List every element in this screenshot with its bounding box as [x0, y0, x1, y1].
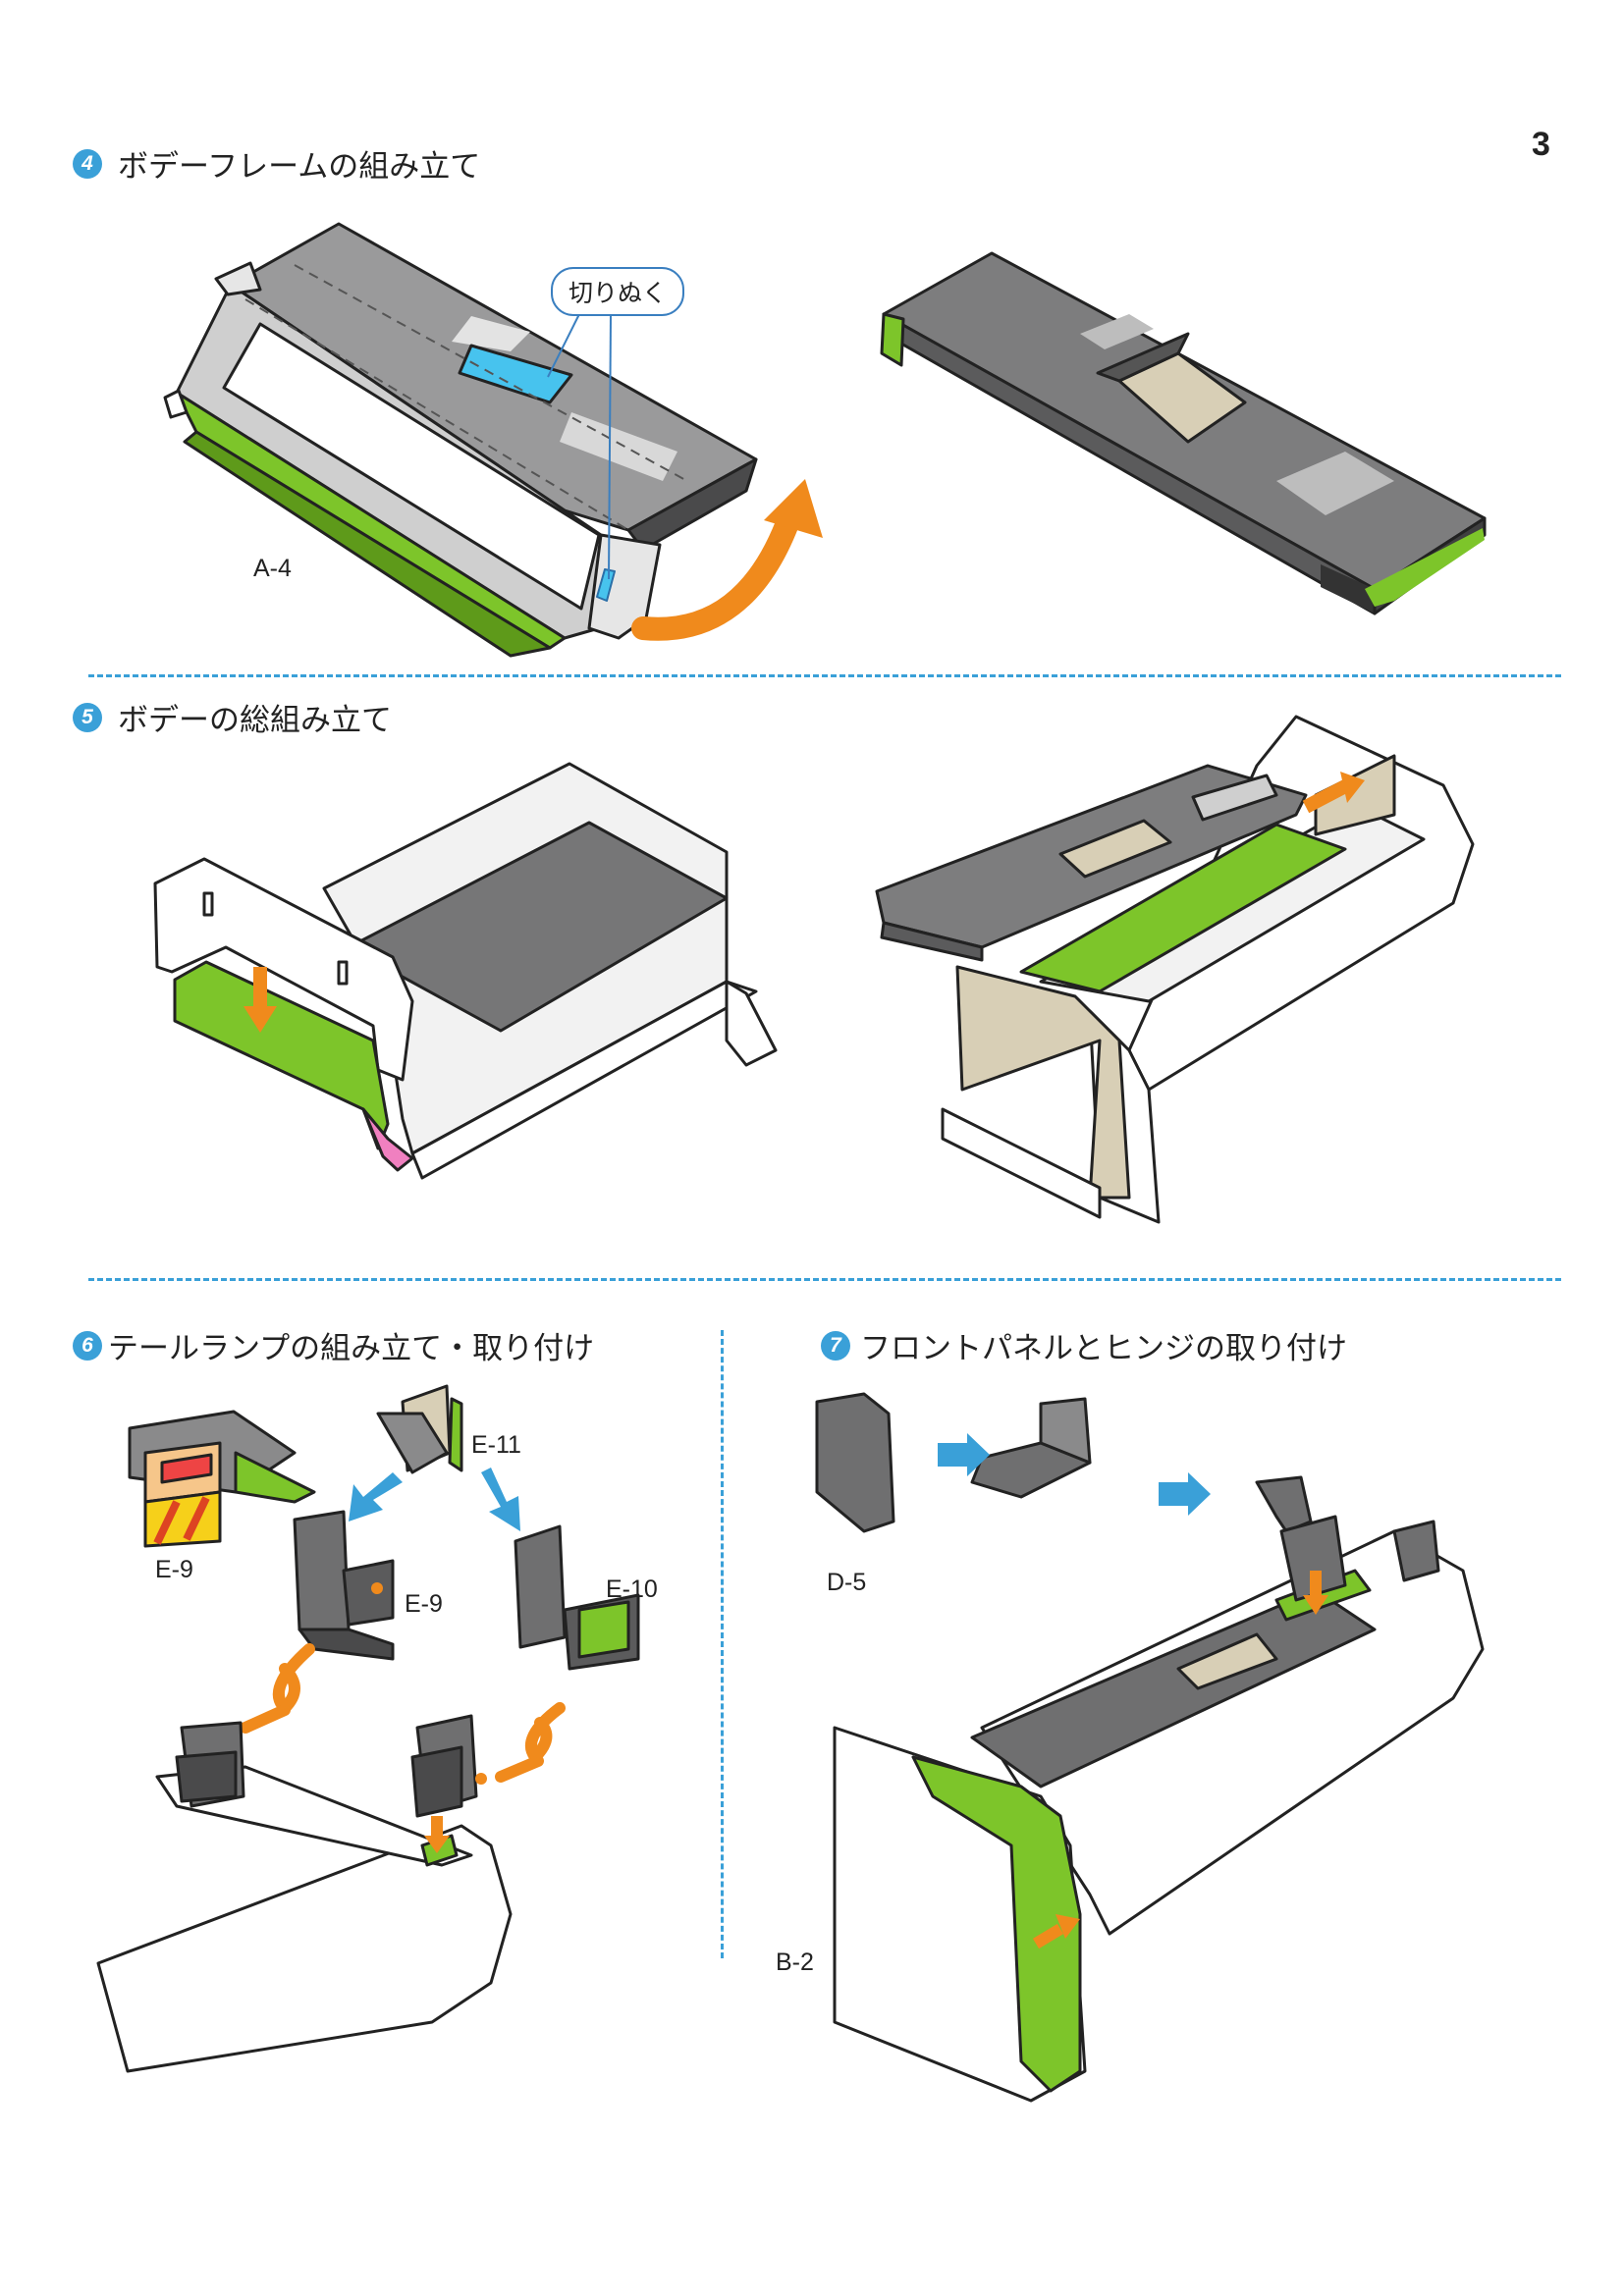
- fold-arrow: [631, 504, 802, 641]
- part-label-e10: E-10: [606, 1575, 658, 1603]
- step-badge: 7: [821, 1330, 850, 1361]
- front-panel-flow-arrows: [938, 1433, 1211, 1516]
- section-divider: [88, 674, 1561, 677]
- tail-lamp-flow-arrows: [349, 1468, 520, 1531]
- front-panel-parts-illustration: [815, 1392, 1313, 1533]
- cut-out-callout: 切りぬく: [551, 267, 684, 316]
- part-label-e9: E-9: [155, 1556, 193, 1583]
- step-badge: 5: [73, 702, 102, 732]
- step-badge: 6: [73, 1330, 102, 1361]
- step-6-header: 6 テールランプの組み立て・取り付け: [73, 1323, 594, 1367]
- body-assembly-left-illustration: [153, 762, 778, 1180]
- part-label-a4: A-4: [253, 555, 292, 582]
- fold-arrow-head: [764, 479, 823, 538]
- part-label-e11: E-11: [471, 1431, 521, 1459]
- frame-folded-illustration: [880, 251, 1487, 615]
- section-divider: [88, 1278, 1561, 1281]
- page-number: 3: [1532, 126, 1550, 163]
- step-5-header: 5 ボデーの総組み立て: [73, 695, 392, 739]
- column-divider: [721, 1330, 724, 1958]
- step-title: テールランプの組み立て・取り付け: [108, 1331, 595, 1366]
- step-title: ボデーフレームの組み立て: [118, 149, 481, 185]
- part-label-b2: B-2: [776, 1949, 814, 1976]
- glue-arrows: [240, 1643, 566, 1783]
- body-assembly-right-illustration: [875, 715, 1475, 1224]
- step-title: ボデーの総組み立て: [118, 703, 392, 738]
- front-panel-body-illustration: [833, 1515, 1485, 2103]
- part-label-d5: D-5: [827, 1569, 867, 1596]
- tail-lamp-parts-illustration: [128, 1384, 640, 1671]
- step-7-header: 7 フロントパネルとヒンジの取り付け: [821, 1323, 1347, 1367]
- tail-lamp-body-illustration: [96, 1714, 513, 2073]
- frame-a4-illustration: [163, 222, 758, 658]
- step-4-header: 4 ボデーフレームの組み立て: [73, 141, 480, 186]
- part-label-e9: E-9: [405, 1590, 443, 1618]
- step-title: フロントパネルとヒンジの取り付け: [860, 1331, 1347, 1366]
- step-badge: 4: [73, 148, 102, 179]
